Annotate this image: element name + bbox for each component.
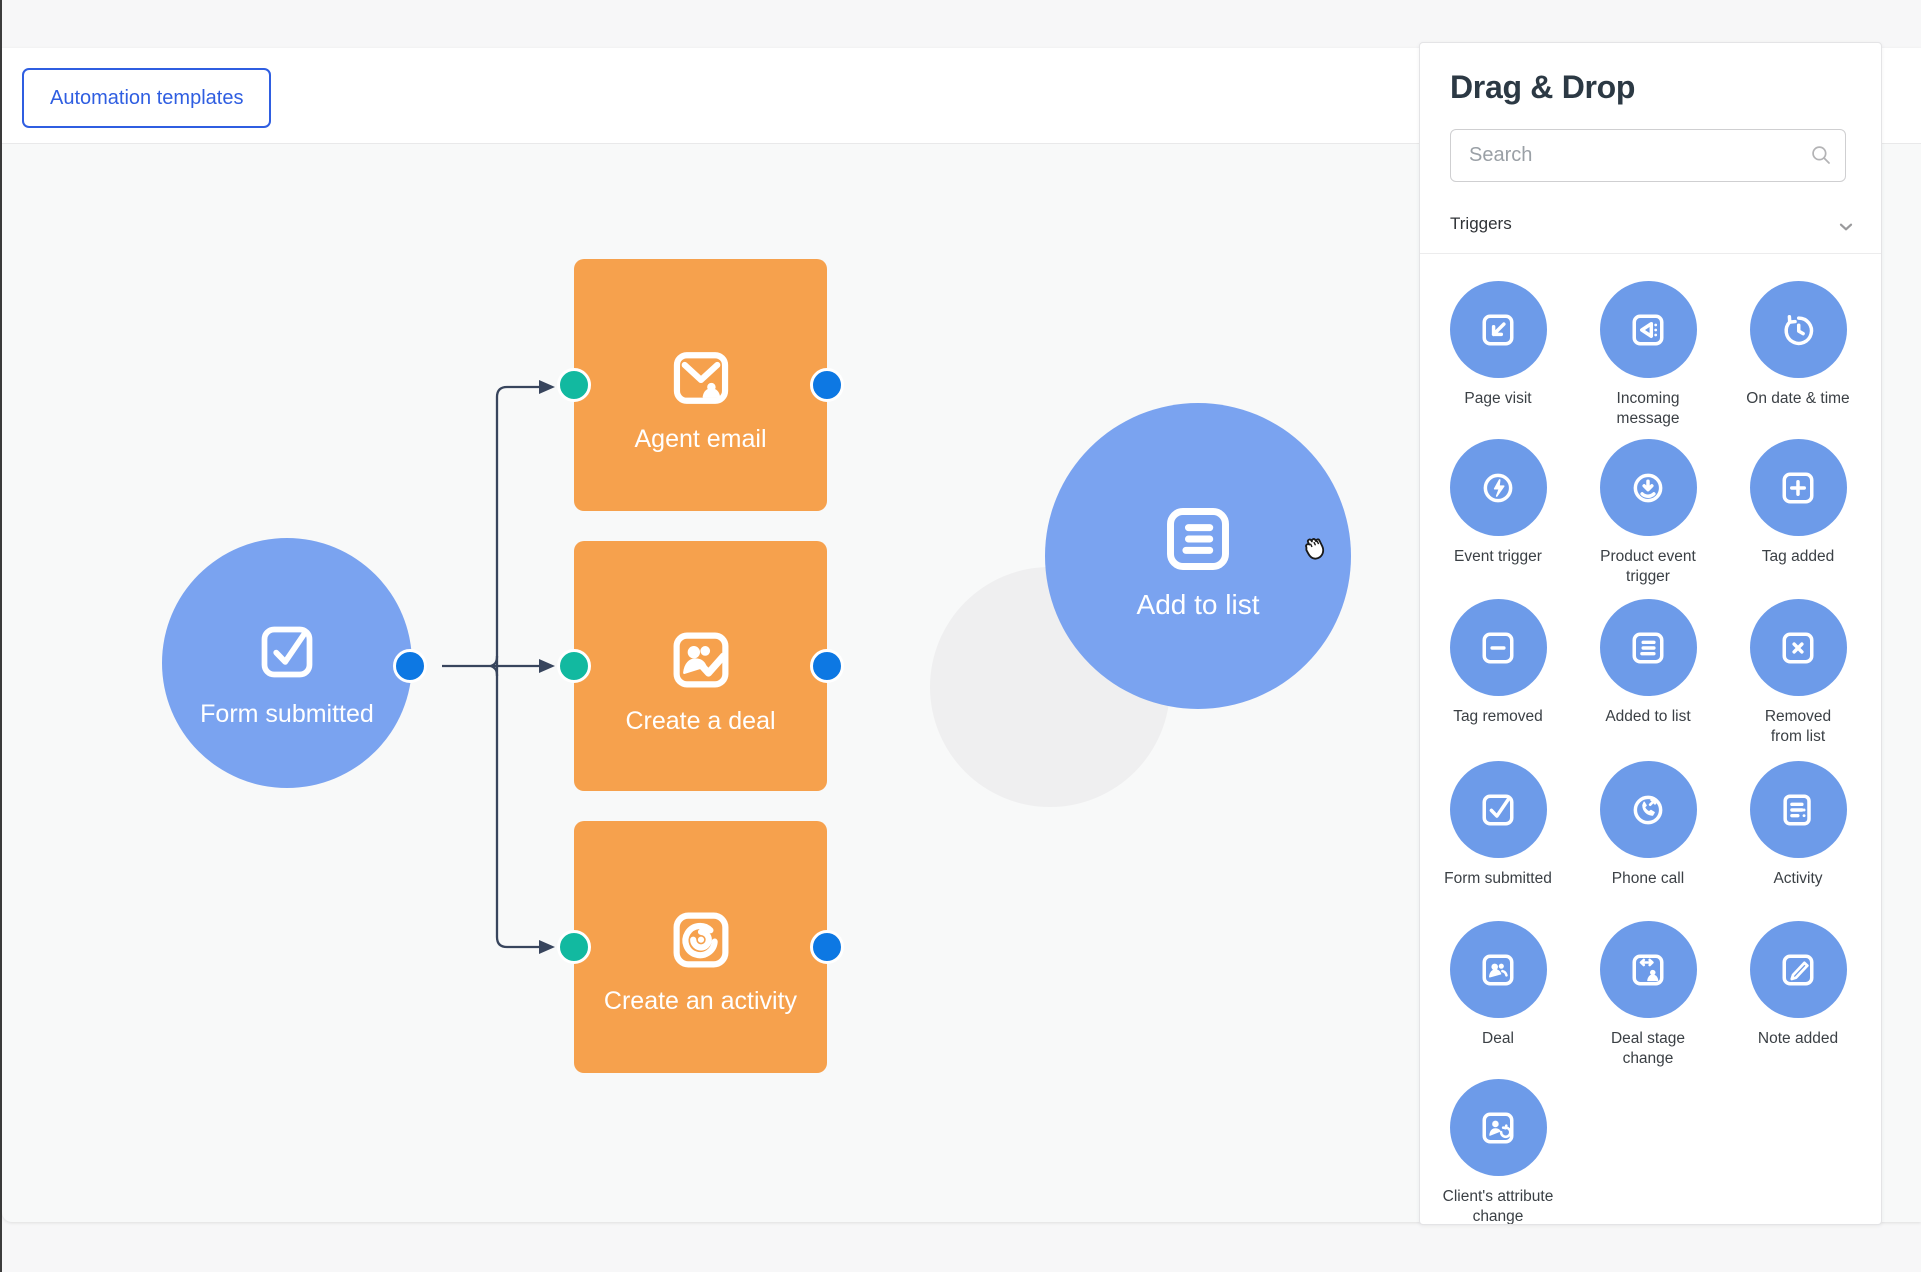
node-add-to-list-dragging[interactable]: Add to list [1045,403,1351,709]
trigger-label: Added to list [1605,708,1691,725]
added-to-list-icon [1599,599,1697,696]
trigger-item-deal-stage-change[interactable]: Deal stage change [1573,921,1723,1069]
node-label: Form submitted [200,700,374,728]
node-form-submitted[interactable]: Form submitted [162,538,427,788]
tag-added-icon [1749,439,1847,536]
panel-title: Drag & Drop [1450,69,1636,105]
on-date-time-icon [1749,281,1847,378]
trigger-label: Form submitted [1444,870,1552,887]
arrowhead-to-create-deal [539,659,555,673]
trigger-label: Removed from list [1764,708,1832,745]
trigger-label: Activity [1773,870,1823,887]
node-label: Agent email [634,425,767,453]
trigger-item-removed-from-list[interactable]: Removed from list [1723,599,1873,747]
trigger-label: Deal [1482,1030,1514,1047]
trigger-label: Note added [1757,1030,1839,1047]
arrowhead-to-create-activity [539,940,555,954]
trigger-item-activity[interactable]: Activity [1723,761,1873,889]
window-left-edge [0,0,2,1272]
trigger-label: Product event trigger [1600,548,1696,585]
output-port[interactable] [810,649,844,683]
clients-attribute-change-icon [1449,1079,1547,1176]
trigger-item-page-visit[interactable]: Page visit [1423,281,1573,409]
incoming-message-icon [1599,281,1697,378]
trigger-label: Event trigger [1454,548,1542,565]
product-event-trigger-icon [1599,439,1697,536]
arrowhead-to-agent-email [539,380,555,394]
node-agent-email[interactable]: Agent email [557,259,844,511]
output-port[interactable] [810,930,844,964]
create-activity-icon [673,912,728,968]
input-port[interactable] [557,930,591,964]
page-visit-icon [1449,281,1547,378]
node-label: Create a deal [625,707,776,735]
trigger-item-phone-call[interactable]: Phone call [1573,761,1723,889]
automation-templates-button[interactable]: Automation templates [22,68,272,128]
trigger-item-added-to-list[interactable]: Added to list [1573,599,1723,727]
form-submitted-icon [261,626,313,678]
deal-icon [1449,921,1547,1018]
trigger-item-event-trigger[interactable]: Event trigger [1423,439,1573,567]
trigger-item-incoming-message[interactable]: Incoming message [1573,281,1723,429]
node-create-deal[interactable]: Create a deal [557,541,844,791]
phone-call-icon [1599,761,1697,858]
workflow-canvas[interactable]: Form submitted Agent email [2,144,1921,1222]
create-deal-icon [673,632,728,688]
trigger-label: Client's attribute change [1442,1188,1554,1225]
removed-from-list-icon [1749,599,1847,696]
input-port[interactable] [557,368,591,402]
search-icon [1812,146,1830,164]
chevron-down-icon [1839,223,1853,231]
trigger-item-on-date-time[interactable]: On date & time [1723,281,1873,409]
trigger-label: Page visit [1464,390,1532,407]
trigger-label: Incoming message [1616,390,1680,427]
drag-drop-panel: Drag & Drop Triggers Page visit Incoming… [1419,42,1882,1225]
grab-cursor-icon [1305,538,1325,560]
note-added-icon [1749,921,1847,1018]
event-trigger-icon [1449,439,1547,536]
trigger-item-tag-added[interactable]: Tag added [1723,439,1873,567]
section-divider [1420,253,1881,254]
output-port[interactable] [393,649,427,683]
activity-icon [1749,761,1847,858]
tag-removed-icon [1449,599,1547,696]
trigger-item-tag-removed[interactable]: Tag removed [1423,599,1573,727]
triggers-section-header[interactable]: Triggers [1450,207,1853,241]
trigger-label: Phone call [1611,870,1685,887]
workflow-connectors [442,380,555,954]
trigger-item-clients-attribute-change[interactable]: Client's attribute change [1423,1079,1573,1225]
form-submitted-icon [1449,761,1547,858]
deal-stage-change-icon [1599,921,1697,1018]
output-port[interactable] [810,368,844,402]
trigger-item-product-event-trigger[interactable]: Product event trigger [1573,439,1723,587]
add-to-list-icon [1167,508,1229,570]
node-create-activity[interactable]: Create an activity [557,821,844,1073]
search-box [1450,129,1846,182]
trigger-item-deal[interactable]: Deal [1423,921,1573,1049]
trigger-label: On date & time [1746,390,1850,407]
node-label: Create an activity [603,987,798,1015]
input-port[interactable] [557,649,591,683]
triggers-section-label: Triggers [1450,214,1512,233]
search-input[interactable] [1450,129,1846,182]
node-label: Add to list [1136,589,1260,620]
trigger-item-note-added[interactable]: Note added [1723,921,1873,1049]
trigger-label: Tag removed [1453,708,1543,725]
trigger-item-form-submitted[interactable]: Form submitted [1423,761,1573,889]
agent-email-icon [673,352,728,404]
trigger-label: Deal stage change [1610,1030,1686,1067]
trigger-label: Tag added [1761,548,1835,565]
